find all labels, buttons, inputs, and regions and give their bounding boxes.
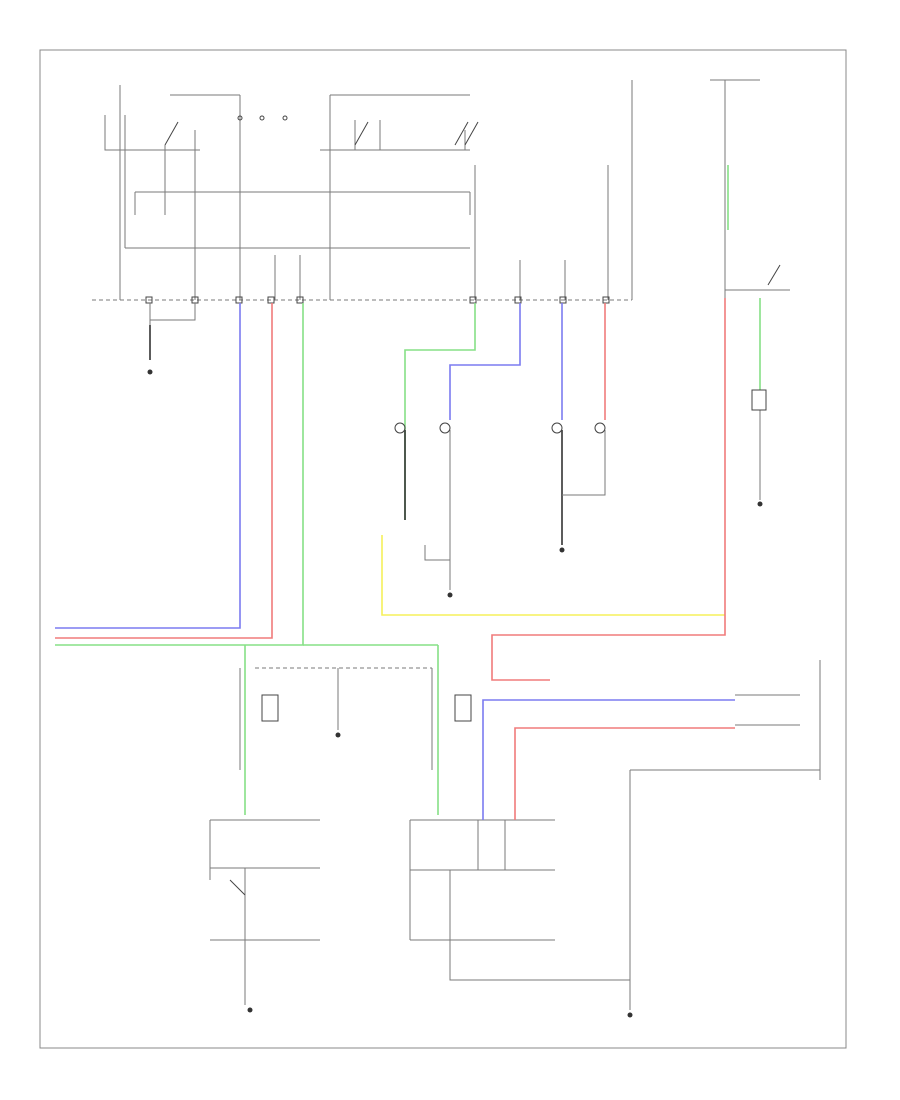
- lower-middle-module: [239, 667, 472, 770]
- lamp-branch-wires: [394, 303, 606, 598]
- yellow-signal-wire: [381, 535, 725, 616]
- upper-connector-pins: [145, 296, 610, 304]
- red-cross-wire: [491, 298, 726, 681]
- right-fused-branch: [710, 79, 790, 507]
- upper-module-box: [92, 80, 633, 301]
- diagram-frame: [39, 49, 847, 1049]
- left-harness-wires: [55, 303, 439, 815]
- lower-left-actuator: [209, 819, 320, 1013]
- lower-right-module: [409, 660, 821, 1018]
- left-ground-drop: [147, 303, 196, 375]
